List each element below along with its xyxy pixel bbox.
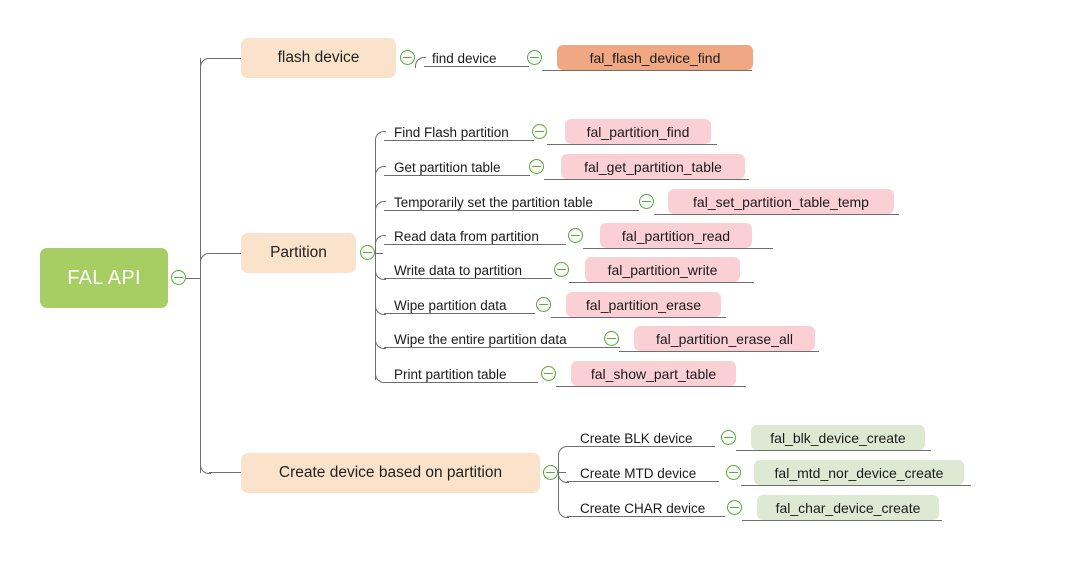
leaf-label-find-flash-partition[interactable]: Find Flash partition bbox=[394, 124, 509, 140]
collapse-minus-icon-create-char[interactable] bbox=[727, 500, 742, 515]
badge-fal-set-partition-table-temp[interactable]: fal_set_partition_table_temp bbox=[668, 189, 894, 214]
connector-elbow-wipe-partition-data bbox=[375, 304, 386, 315]
connector-elbow-flash-device bbox=[200, 58, 211, 69]
connector-spine-create-device-bottom bbox=[558, 507, 569, 518]
badge-fal-get-partition-table[interactable]: fal_get_partition_table bbox=[561, 154, 745, 179]
connector-elbow-create-mtd bbox=[558, 472, 569, 483]
collapse-minus-icon-create-mtd[interactable] bbox=[726, 465, 741, 480]
collapse-minus-icon-create-device[interactable] bbox=[543, 465, 558, 480]
collapse-minus-icon-wipe-partition-data[interactable] bbox=[536, 297, 551, 312]
connector-elbow-partition bbox=[200, 253, 211, 264]
connector-underline-write-data bbox=[384, 278, 552, 279]
connector-underline-find-flash-partition bbox=[384, 140, 534, 141]
collapse-minus-icon-partition[interactable] bbox=[360, 245, 375, 260]
connector-underline-badge-write bbox=[569, 282, 754, 283]
collapse-minus-icon-read-data[interactable] bbox=[568, 228, 583, 243]
connector-to-create-device bbox=[209, 472, 241, 473]
collapse-minus-icon-write-data[interactable] bbox=[554, 262, 569, 277]
collapse-minus-icon-get-partition-table[interactable] bbox=[529, 159, 544, 174]
connector-underline-print-partition-table bbox=[384, 382, 538, 383]
collapse-minus-icon-temp-set-partition-table[interactable] bbox=[639, 194, 654, 209]
connector-underline-wipe-entire bbox=[384, 347, 620, 348]
branch-node-label: flash device bbox=[277, 49, 360, 66]
connector-spine-create-device-top bbox=[558, 446, 569, 457]
collapse-minus-icon-print-partition-table[interactable] bbox=[541, 366, 556, 381]
connector-underline-find-device bbox=[424, 66, 529, 67]
connector-underline-badge-get-partition-table bbox=[544, 179, 749, 180]
branch-node-flash-device[interactable]: flash device bbox=[241, 38, 396, 78]
connector-underline-badge-blk bbox=[736, 450, 931, 451]
badge-fal-mtd-nor-device-create[interactable]: fal_mtd_nor_device_create bbox=[754, 460, 964, 485]
badge-fal-flash-device-find[interactable]: fal_flash_device_find bbox=[557, 45, 753, 70]
leaf-label-create-blk-device[interactable]: Create BLK device bbox=[580, 430, 693, 446]
badge-fal-partition-erase-all[interactable]: fal_partition_erase_all bbox=[634, 326, 815, 351]
connector-underline-badge-flash-device-find bbox=[542, 70, 752, 71]
connector-underline-badge-read bbox=[583, 248, 773, 249]
connector-underline-create-char bbox=[567, 516, 725, 517]
leaf-label-write-data-to-partition[interactable]: Write data to partition bbox=[394, 262, 523, 278]
badge-fal-blk-device-create[interactable]: fal_blk_device_create bbox=[751, 425, 925, 450]
connector-spine-create-device bbox=[558, 455, 559, 510]
connector-spine-partition-top bbox=[375, 131, 386, 142]
branch-node-create-device[interactable]: Create device based on partition bbox=[241, 453, 540, 493]
leaf-label-create-mtd-device[interactable]: Create MTD device bbox=[580, 465, 697, 481]
leaf-label-print-partition-table[interactable]: Print partition table bbox=[394, 366, 507, 382]
collapse-minus-icon-wipe-entire[interactable] bbox=[604, 331, 619, 346]
connector-underline-badge-mtd bbox=[741, 485, 971, 486]
connector-root-stem bbox=[186, 278, 201, 279]
badge-fal-show-part-table[interactable]: fal_show_part_table bbox=[571, 361, 736, 386]
collapse-minus-icon-flash-device[interactable] bbox=[400, 50, 415, 65]
leaf-label-find-device[interactable]: find device bbox=[432, 50, 497, 66]
connector-underline-get-partition-table bbox=[384, 175, 530, 176]
leaf-label-read-data-from-partition[interactable]: Read data from partition bbox=[394, 228, 539, 244]
branch-node-label: Create device based on partition bbox=[278, 464, 503, 481]
collapse-minus-icon-create-blk[interactable] bbox=[721, 430, 736, 445]
badge-fal-char-device-create[interactable]: fal_char_device_create bbox=[757, 495, 939, 520]
leaf-label-temp-set-partition-table[interactable]: Temporarily set the partition table bbox=[394, 194, 593, 210]
connector-underline-badge-partition-find bbox=[547, 144, 717, 145]
leaf-label-wipe-partition-data[interactable]: Wipe partition data bbox=[394, 297, 507, 313]
connector-underline-badge-temp-set bbox=[654, 214, 899, 215]
root-node-fal-api[interactable]: FAL API bbox=[40, 248, 168, 308]
branch-node-label: Partition bbox=[270, 244, 327, 261]
branch-node-partition[interactable]: Partition bbox=[241, 233, 356, 273]
connector-spine-flash-device bbox=[415, 57, 426, 68]
connector-stem-partition bbox=[375, 253, 383, 254]
connector-trunk bbox=[200, 58, 201, 473]
collapse-minus-icon-find-flash-partition[interactable] bbox=[532, 124, 547, 139]
connector-underline-wipe-partition-data bbox=[384, 313, 535, 314]
connector-elbow-get-partition-table bbox=[375, 166, 386, 177]
connector-elbow-temp-set-partition-table bbox=[375, 201, 386, 212]
badge-fal-partition-read[interactable]: fal_partition_read bbox=[600, 223, 752, 248]
connector-elbow-wipe-entire bbox=[375, 338, 386, 349]
connector-underline-temp-set-partition-table bbox=[384, 210, 639, 211]
connector-underline-read-data bbox=[384, 244, 566, 245]
badge-fal-partition-find[interactable]: fal_partition_find bbox=[565, 119, 711, 144]
connector-underline-badge-erase bbox=[551, 317, 726, 318]
root-node-label: FAL API bbox=[67, 266, 141, 289]
badge-fal-partition-erase[interactable]: fal_partition_erase bbox=[566, 292, 721, 317]
connector-elbow-write-data bbox=[375, 269, 386, 280]
connector-spine-partition bbox=[375, 140, 376, 380]
leaf-label-get-partition-table[interactable]: Get partition table bbox=[394, 159, 501, 175]
connector-underline-badge-show-part bbox=[556, 386, 746, 387]
badge-fal-partition-write[interactable]: fal_partition_write bbox=[585, 257, 740, 282]
connector-spine-partition-bottom bbox=[375, 372, 386, 383]
leaf-label-wipe-entire-partition-data[interactable]: Wipe the entire partition data bbox=[394, 331, 567, 347]
collapse-minus-icon-root[interactable] bbox=[171, 270, 186, 285]
connector-underline-badge-erase-all bbox=[619, 351, 819, 352]
connector-to-partition bbox=[209, 253, 241, 254]
connector-elbow-read-data bbox=[375, 235, 386, 246]
connector-underline-create-mtd bbox=[567, 481, 719, 482]
collapse-minus-icon-find-device[interactable] bbox=[527, 50, 542, 65]
leaf-label-create-char-device[interactable]: Create CHAR device bbox=[580, 500, 706, 516]
connector-underline-create-blk bbox=[567, 446, 715, 447]
connector-underline-badge-char bbox=[742, 520, 942, 521]
connector-to-flash-device bbox=[209, 58, 241, 59]
connector-elbow-create-device bbox=[200, 463, 211, 474]
